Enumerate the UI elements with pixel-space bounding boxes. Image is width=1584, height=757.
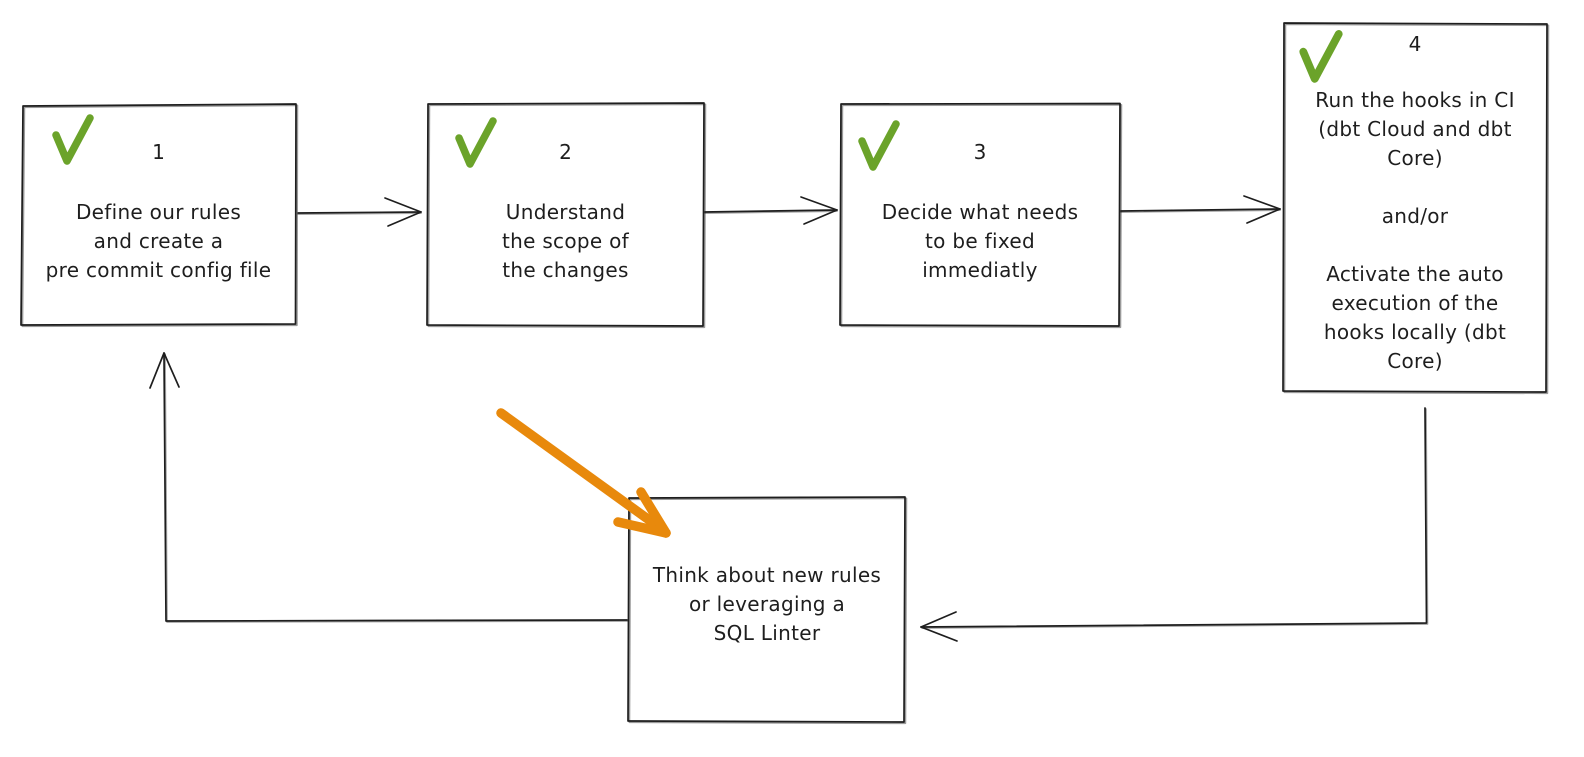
- step-number: 1: [152, 140, 165, 164]
- step-number: 2: [559, 140, 572, 164]
- step-box-3: 3 Decide what needs to be fixed immediat…: [840, 103, 1120, 326]
- step-text: Understand the scope of the changes: [501, 200, 630, 282]
- feedback-text: Think about new rules or leveraging a SQ…: [652, 563, 882, 645]
- step-text: Define our rules and create a pre commit…: [45, 200, 272, 282]
- step-box-1: 1 Define our rules and create a pre comm…: [20, 103, 297, 325]
- step-3-box-outline: [839, 102, 1123, 329]
- step-number: 4: [1408, 32, 1422, 56]
- arrow-step-3-to-step-4: [1120, 195, 1281, 224]
- step-text: Decide what needs to be fixed immediatly: [881, 200, 1079, 282]
- step-2-box-outline: [426, 102, 707, 329]
- step-box-2: 2 Understand the scope of the changes: [427, 102, 704, 326]
- step-4-box-outline: [1282, 22, 1550, 395]
- feedback-box: Think about new rules or leveraging a SQ…: [628, 497, 906, 722]
- step-text: Run the hooks in CI (dbt Cloud and dbt C…: [1315, 88, 1515, 373]
- arrow-step-2-to-step-3: [704, 196, 838, 225]
- arrow-step-4-to-feedback: [920, 407, 1429, 642]
- orange-highlight-arrow: [496, 408, 671, 538]
- arrow-step-1-to-step-2: [297, 197, 422, 227]
- step-1-box-outline: [20, 103, 299, 328]
- step-box-4: 4 Run the hooks in CI (dbt Cloud and dbt…: [1283, 22, 1547, 392]
- arrow-feedback-to-step-1: [149, 352, 629, 623]
- step-number: 3: [973, 140, 987, 164]
- feedback-box-outline: [627, 496, 908, 725]
